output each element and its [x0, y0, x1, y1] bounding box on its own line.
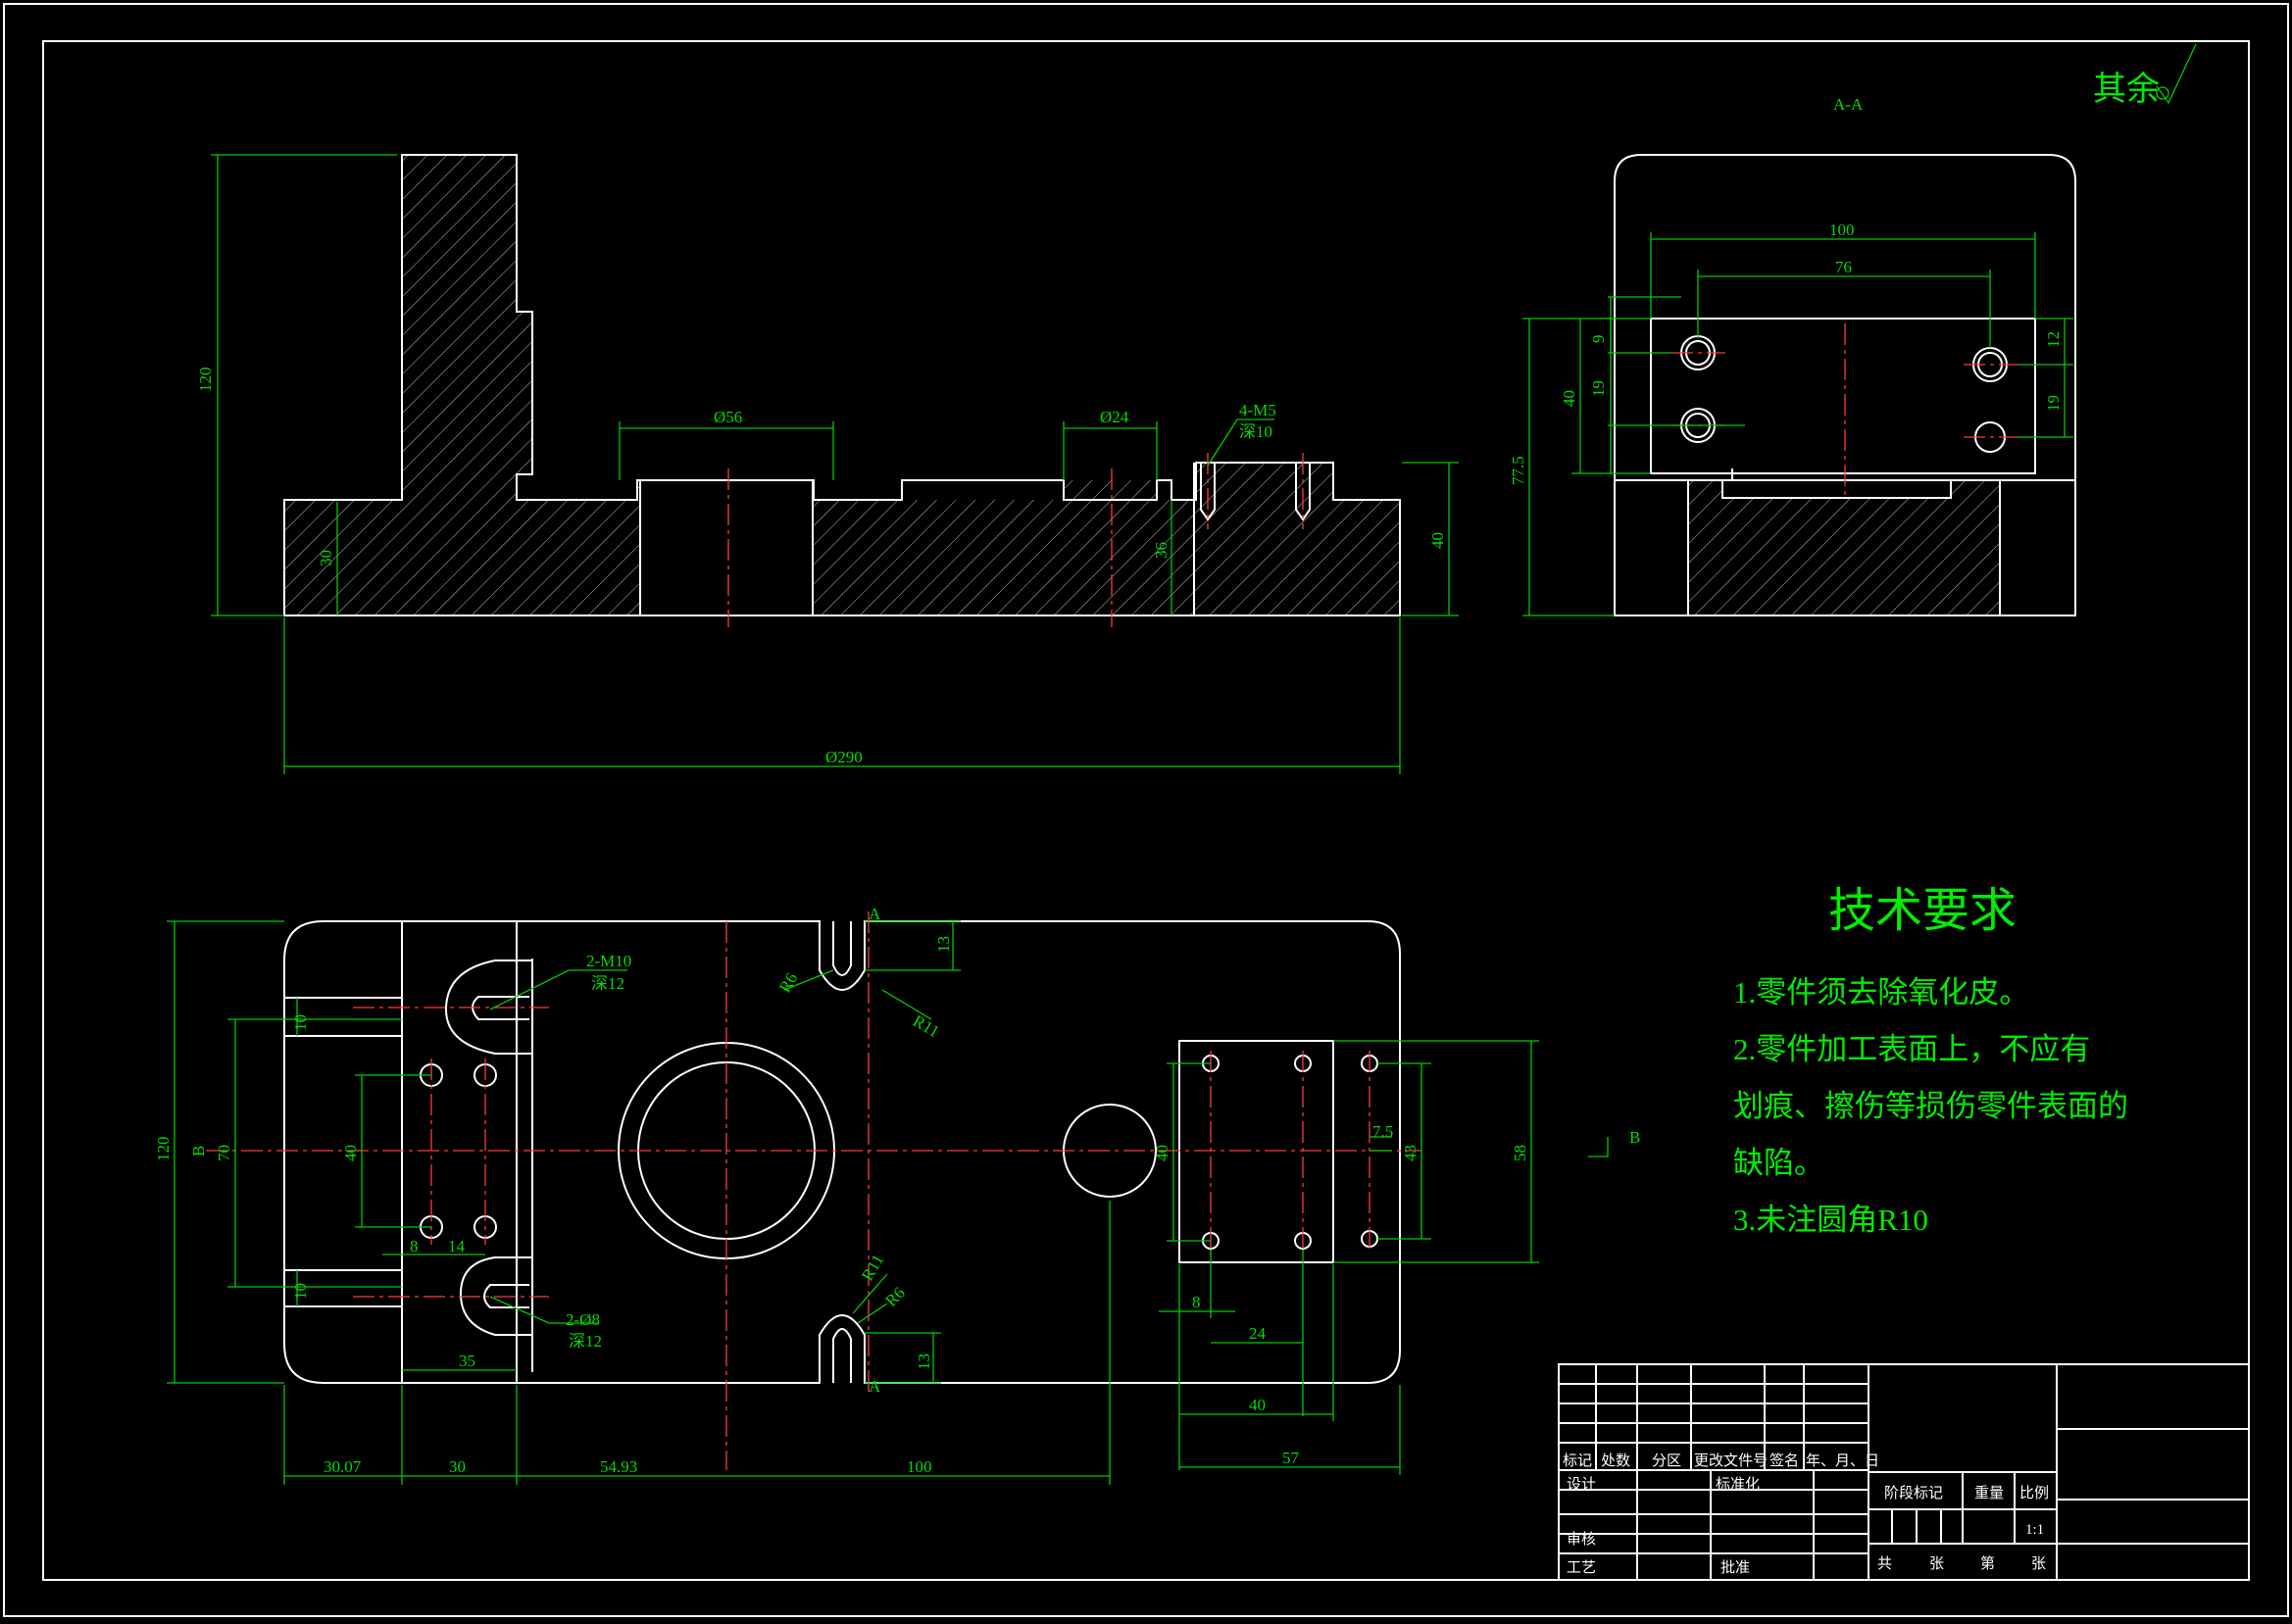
dim-d290: Ø290 — [825, 748, 863, 766]
dim-30-front: 30 — [317, 550, 335, 566]
dim-10-top-b: 10 — [291, 1283, 310, 1300]
tb-sheet: 张 — [2031, 1555, 2046, 1572]
front-section-view — [283, 154, 1401, 627]
note-m10-depth: 深12 — [591, 974, 624, 993]
dim-40-top-left: 40 — [341, 1145, 360, 1161]
tech-line-4: 缺陷。 — [1733, 1146, 1824, 1180]
dim-r11-top: R11 — [910, 1011, 943, 1041]
section-mark-b-right: B — [1629, 1128, 1640, 1147]
dim-r6-top: R6 — [775, 969, 801, 996]
note-d8-depth: 深12 — [569, 1332, 602, 1351]
tb-scale-value: 1:1 — [2025, 1522, 2044, 1538]
tb-weight: 重量 — [1974, 1485, 2004, 1501]
dim-8-top-right: 8 — [1192, 1293, 1201, 1311]
dim-13-top-b: 13 — [915, 1353, 933, 1370]
dim-100-side: 100 — [1829, 221, 1855, 239]
dim-120-front: 120 — [196, 368, 215, 393]
tb-stage: 阶段标记 — [1884, 1485, 1943, 1501]
section-mark-a-bottom: A — [869, 1377, 881, 1396]
dim-14-top: 14 — [448, 1237, 466, 1255]
tech-line-1: 1.零件须去除氧化皮。 — [1733, 975, 2029, 1009]
dim-76-side: 76 — [1835, 258, 1852, 276]
note-2-m10: 2-M10 — [586, 952, 631, 970]
dim-d24: Ø24 — [1100, 408, 1129, 426]
technical-requirements: 技术要求 1.零件须去除氧化皮。 2.零件加工表面上，不应有 划痕、擦伤等损伤零… — [1733, 885, 2128, 1237]
dim-9-side: 9 — [1589, 335, 1608, 344]
dim-40-front: 40 — [1428, 532, 1447, 549]
dim-30-top: 30 — [449, 1457, 466, 1476]
tb-review: 审核 — [1567, 1531, 1596, 1548]
tb-zone: 分区 — [1652, 1452, 1681, 1469]
roughness-circle-icon — [2156, 86, 2169, 100]
tech-line-2: 2.零件加工表面上，不应有 — [1733, 1032, 2090, 1066]
dim-100-top: 100 — [907, 1457, 932, 1476]
dim-24-top: 24 — [1249, 1324, 1267, 1343]
dim-d56: Ø56 — [714, 408, 742, 426]
dim-8-top-left: 8 — [410, 1237, 419, 1255]
dim-54-93: 54.93 — [600, 1457, 637, 1476]
tech-title: 技术要求 — [1828, 885, 2017, 937]
dim-58: 58 — [1511, 1145, 1529, 1161]
dim-30-07: 30.07 — [324, 1457, 362, 1476]
tb-sheets: 张 — [1929, 1555, 1944, 1572]
tb-date: 年、月、日 — [1806, 1452, 1879, 1469]
sheet-inner-border — [42, 40, 2250, 1581]
dim-12-side: 12 — [2044, 331, 2063, 348]
dim-r6-bottom: R6 — [881, 1283, 908, 1309]
sheet-outer-border — [3, 3, 2289, 1617]
tech-line-5: 3.未注圆角R10 — [1733, 1203, 1928, 1237]
dim-depth10: 深10 — [1239, 422, 1272, 441]
surface-note-text: 其余 — [2093, 71, 2160, 108]
tb-scale: 比例 — [2019, 1485, 2049, 1501]
surface-roughness-note: 其余 — [2093, 43, 2197, 108]
dim-40-top-bottom: 40 — [1249, 1396, 1266, 1414]
dim-40-side: 40 — [1560, 390, 1578, 407]
tb-nth: 第 — [1980, 1554, 1995, 1572]
side-dimensions: 100 76 9 19 40 77.5 12 19 — [1509, 221, 2073, 616]
dim-57: 57 — [1282, 1449, 1300, 1467]
dim-120-top: 120 — [154, 1137, 173, 1162]
dim-19-side-b: 19 — [2044, 395, 2063, 412]
tech-line-3: 划痕、擦伤等损伤零件表面的 — [1733, 1089, 2128, 1123]
dim-7-5: 7.5 — [1372, 1122, 1393, 1141]
section-mark-a-top: A — [869, 905, 881, 923]
tb-total: 共 — [1877, 1555, 1892, 1572]
title-block: 标记 处数 分区 更改文件号 签名 年、月、日 设计 标准化 阶段标记 重量 比… — [1558, 1363, 2250, 1581]
dim-43: 43 — [1401, 1145, 1420, 1161]
dim-70-top: 70 — [215, 1145, 233, 1161]
tb-process: 工艺 — [1567, 1559, 1596, 1576]
tb-signature: 签名 — [1769, 1452, 1799, 1469]
tb-change-doc: 更改文件号 — [1694, 1452, 1768, 1469]
dim-13-top-a: 13 — [934, 936, 953, 953]
section-label: A-A — [1833, 95, 1864, 114]
top-dimensions: 120 B 70 40 10 10 8 14 35 2-M10 深12 2-Ø8… — [154, 905, 1640, 1485]
dim-4m5: 4-M5 — [1239, 401, 1276, 419]
note-2-d8: 2-Ø8 — [566, 1310, 600, 1329]
top-view — [206, 911, 1421, 1470]
roughness-symbol-icon — [2156, 43, 2197, 105]
dim-36: 36 — [1152, 542, 1171, 559]
tb-count: 处数 — [1601, 1452, 1630, 1469]
tb-design: 设计 — [1567, 1476, 1596, 1493]
section-mark-b-left: B — [189, 1146, 208, 1156]
dim-10-top-a: 10 — [291, 1014, 310, 1031]
dim-35-top: 35 — [459, 1352, 475, 1370]
tb-approve: 批准 — [1720, 1559, 1750, 1576]
dim-19-side-a: 19 — [1589, 380, 1608, 397]
tb-standard: 标准化 — [1716, 1476, 1760, 1493]
tb-mark: 标记 — [1563, 1452, 1592, 1469]
front-dimensions: 120 30 Ø56 Ø24 4-M5 深10 36 40 Ø290 — [196, 154, 1459, 774]
dim-40-top-right: 40 — [1153, 1145, 1171, 1161]
dim-77-5-side: 77.5 — [1509, 456, 1527, 485]
